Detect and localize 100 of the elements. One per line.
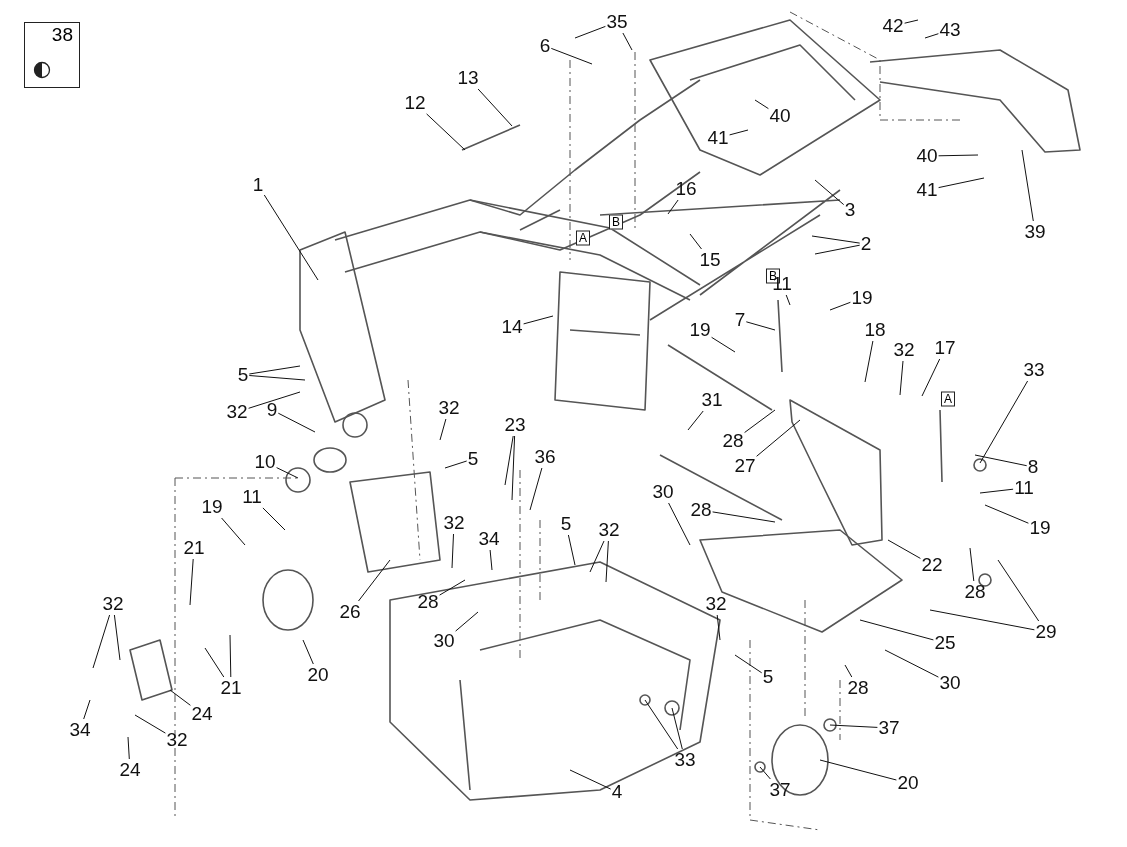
callout-number: 40 xyxy=(916,146,938,166)
callout-number: 26 xyxy=(339,602,361,622)
callout-number: 41 xyxy=(916,180,938,200)
leader-line xyxy=(204,647,225,678)
part-key-box xyxy=(24,22,80,88)
callout-number: 30 xyxy=(433,631,455,651)
callout-number: 13 xyxy=(457,68,479,88)
callout-number: 32 xyxy=(102,594,124,614)
leader-line xyxy=(938,154,979,157)
leader-line xyxy=(569,769,612,790)
callout-number: 31 xyxy=(701,390,723,410)
leader-line xyxy=(711,336,736,353)
leader-line xyxy=(426,113,466,151)
callout-number: 28 xyxy=(722,431,744,451)
callout-number: 20 xyxy=(897,773,919,793)
leader-line xyxy=(574,25,606,39)
leader-line xyxy=(489,549,493,571)
leader-line xyxy=(439,418,447,441)
leader-line xyxy=(671,707,683,750)
leader-line xyxy=(864,340,874,383)
leader-line xyxy=(979,488,1014,494)
callout-number: 24 xyxy=(191,704,213,724)
leader-line xyxy=(523,315,554,325)
leader-line xyxy=(567,534,576,566)
leader-line xyxy=(984,504,1029,524)
leader-line xyxy=(444,460,468,469)
callout-number: 32 xyxy=(166,730,188,750)
callout-number: 27 xyxy=(734,456,756,476)
leader-line xyxy=(904,19,919,24)
callout-number: 32 xyxy=(438,398,460,418)
callout-number: 30 xyxy=(652,482,674,502)
leader-line xyxy=(248,365,301,375)
leader-line xyxy=(689,233,702,250)
callout-number: 32 xyxy=(705,594,727,614)
leader-line xyxy=(887,539,921,559)
leader-line xyxy=(262,507,286,531)
callout-number: 7 xyxy=(734,310,746,330)
callout-number: 5 xyxy=(467,449,479,469)
callout-number: 39 xyxy=(1024,222,1046,242)
leader-line xyxy=(734,654,763,674)
callout-number: 37 xyxy=(769,780,791,800)
callout-number: 34 xyxy=(69,720,91,740)
callout-number: 11 xyxy=(1014,478,1034,498)
callout-number: 15 xyxy=(699,250,721,270)
callout-number: 9 xyxy=(266,400,278,420)
callout-number: 19 xyxy=(1029,518,1051,538)
leader-line xyxy=(529,467,543,511)
callout-number: 3 xyxy=(844,200,856,220)
leader-line xyxy=(504,435,514,486)
callout-number: 19 xyxy=(689,320,711,340)
leader-line xyxy=(974,454,1028,467)
callout-number: 8 xyxy=(1027,457,1039,477)
leader-line xyxy=(829,724,878,728)
reference-letter-box: A xyxy=(941,391,955,407)
leader-line xyxy=(622,32,633,51)
callout-number: 35 xyxy=(606,12,628,32)
leader-line xyxy=(814,244,861,255)
leader-line xyxy=(759,766,771,780)
callout-number: 2 xyxy=(860,234,872,254)
callout-number: 28 xyxy=(847,678,869,698)
leader-line xyxy=(969,547,975,582)
leader-line xyxy=(113,614,121,661)
leader-line xyxy=(754,99,769,110)
callout-number: 5 xyxy=(237,365,249,385)
callout-number: 37 xyxy=(878,718,900,738)
leader-line xyxy=(859,619,934,641)
leader-line xyxy=(451,533,454,569)
callout-number: 12 xyxy=(404,93,426,113)
callout-number: 34 xyxy=(478,529,500,549)
leader-line xyxy=(455,611,479,632)
callout-number: 21 xyxy=(220,678,242,698)
callout-number: 6 xyxy=(539,36,551,56)
leader-line xyxy=(276,467,299,479)
leader-line xyxy=(924,33,939,39)
callout-number: 32 xyxy=(598,520,620,540)
callout-number: 40 xyxy=(769,106,791,126)
leader-line xyxy=(938,177,985,189)
leader-line xyxy=(169,689,191,706)
leader-line xyxy=(134,714,166,734)
callout-number: 16 xyxy=(675,179,697,199)
leader-line xyxy=(511,435,516,501)
callout-number: 23 xyxy=(504,415,526,435)
callout-number: 20 xyxy=(307,665,329,685)
callout-number: 42 xyxy=(882,16,904,36)
callout-number: 28 xyxy=(964,582,986,602)
callout-number: 22 xyxy=(921,555,943,575)
callout-number: 5 xyxy=(762,667,774,687)
callout-number: 41 xyxy=(707,128,729,148)
leader-line xyxy=(550,47,593,65)
callout-number: 4 xyxy=(611,782,623,802)
leader-line xyxy=(277,412,316,433)
leader-line xyxy=(687,410,704,431)
callout-number: 18 xyxy=(864,320,886,340)
leader-line xyxy=(921,358,941,397)
reference-letter-box: B xyxy=(609,214,623,230)
leader-line xyxy=(605,540,609,583)
callout-number: 11 xyxy=(242,487,262,507)
callout-number: 32 xyxy=(893,340,915,360)
leader-line xyxy=(716,614,721,641)
callout-number: 33 xyxy=(1023,360,1045,380)
